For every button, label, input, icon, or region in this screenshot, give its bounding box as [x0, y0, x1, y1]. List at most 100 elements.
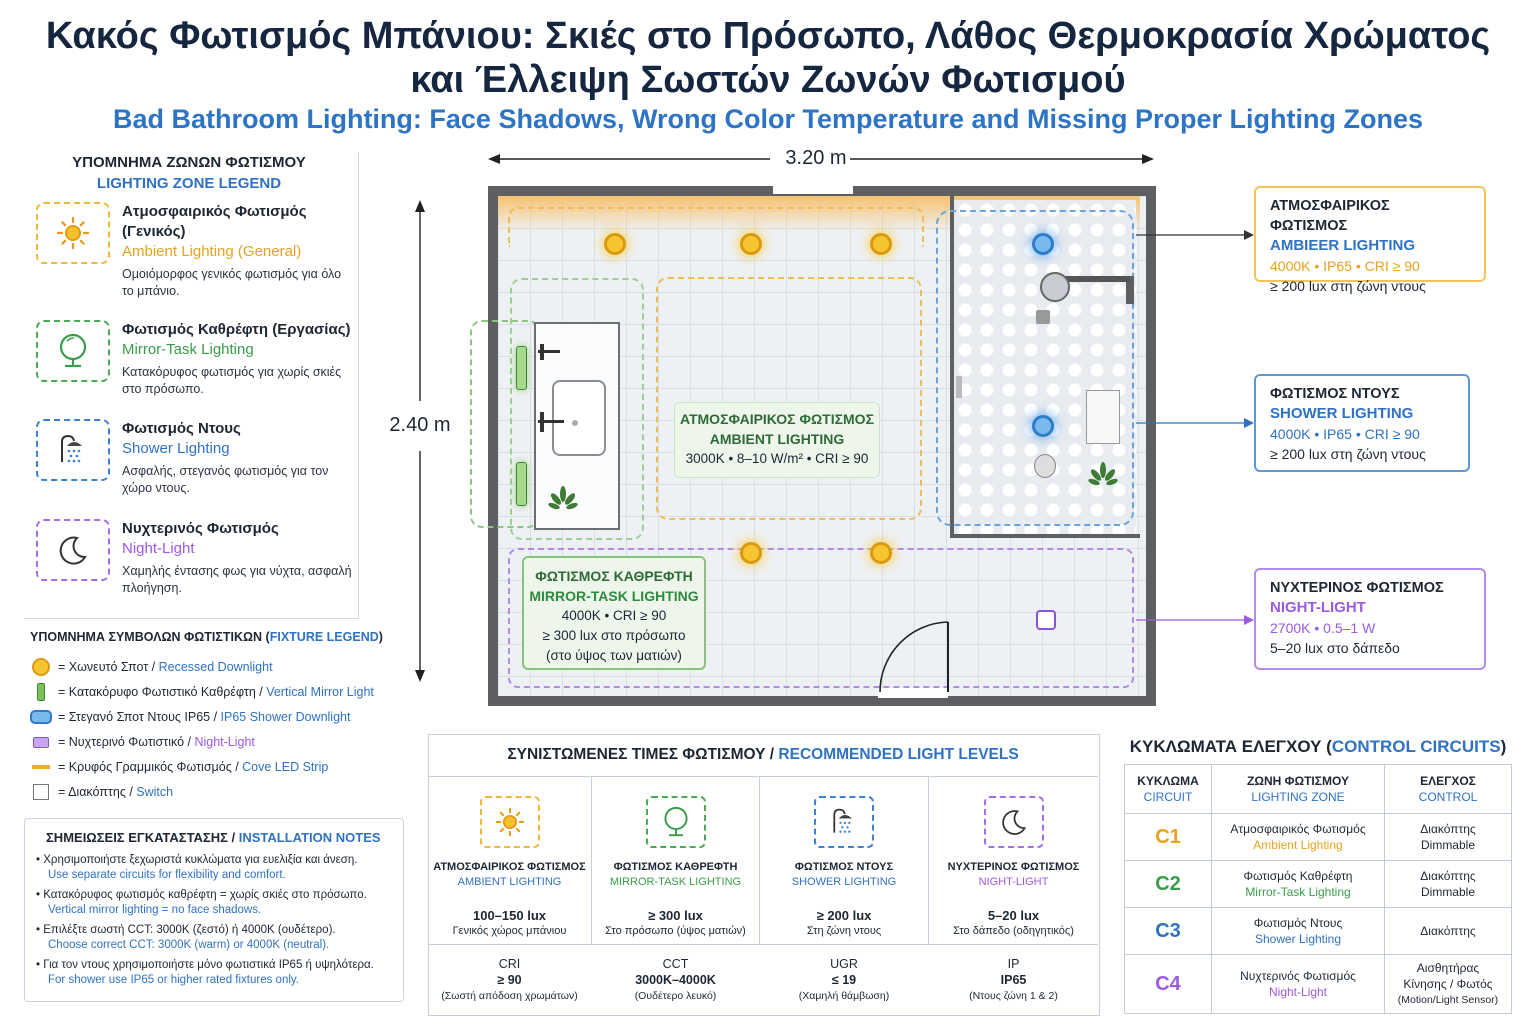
shower-wall: [950, 196, 954, 538]
control-en: (Motion/Light Sensor): [1397, 994, 1499, 1006]
metric-value: 3000K–4000K: [635, 973, 716, 987]
rec-zone-desc: Γενικός χώρος μπάνιου: [452, 925, 567, 937]
fixture-legend-title-end: ): [378, 630, 383, 644]
recommended-levels-table: [428, 734, 1100, 1016]
control-gr: Αισθητήρας Κίνησης / Φωτός: [1403, 961, 1493, 991]
callout-title-en: NIGHT-LIGHT: [1270, 599, 1366, 616]
mirror-zone-lux: ≥ 300 lux στο πρόσωπο: [542, 628, 686, 643]
notes-title-en: INSTALLATION NOTES: [238, 830, 381, 845]
recessed-downlight-icon: [30, 656, 52, 678]
metric-value: IP65: [1000, 973, 1027, 987]
installation-notes-title: ΣΗΜΕΙΩΣΕΙΣ ΕΓΚΑΤΑΣΤΑΣΗΣ / INSTALLATION N…: [46, 830, 381, 845]
metric-ugr: UGR≤ 19(Χαμηλή θάμβωση): [760, 956, 928, 1012]
sun-icon: [36, 202, 110, 264]
control-en: Dimmable: [1420, 838, 1475, 852]
callout-lux: 5–20 lux στο δάπεδο: [1270, 640, 1400, 656]
width-dimension-label: 3.20 m: [785, 147, 847, 169]
fixture-label: = Διακόπτης /: [58, 785, 137, 799]
rec-zone-value: 100–150 lux: [472, 908, 546, 923]
night-light-icon: [30, 731, 52, 753]
zone-name: Φωτισμός Ντους: [122, 420, 241, 437]
note-item: • Επιλέξτε σωστή CCT: 3000K (ζεστό) ή 40…: [36, 923, 398, 953]
circuits-title-gr: ΚΥΚΛΩΜΑΤΑ ΕΛΕΓΧΟΥ (: [1129, 737, 1332, 756]
fixture-label-en: Cove LED Strip: [242, 760, 329, 774]
zone-legend-title-en: LIGHTING ZONE LEGEND: [96, 175, 282, 192]
fixture-label-en: Vertical Mirror Light: [266, 685, 374, 699]
shower-downlight: [1032, 415, 1054, 437]
sink: [552, 380, 606, 456]
zone-en: Shower Lighting: [1254, 932, 1342, 946]
shower-wall-bottom: [950, 534, 1140, 538]
height-dimension-line: [415, 200, 425, 682]
plant-icon: [1088, 462, 1118, 492]
shower-arm: [1062, 276, 1130, 282]
mirror-zone-note: (στο ύψος των ματιών): [546, 648, 682, 663]
sun-icon: [479, 796, 540, 848]
recommended-title-en: RECOMMENDED LIGHT LEVELS: [778, 746, 1019, 763]
recommended-col-mirror: ΦΩΤΙΣΜΟΣ ΚΑΘΡΕΦΤΗ MIRROR-TASK LIGHTING ≥…: [592, 776, 759, 944]
mirror-icon: [36, 320, 110, 382]
moon-icon: [36, 519, 110, 581]
shower-lighting-zone: [936, 210, 1134, 526]
recommended-col-night: ΝΥΧΤΕΡΙΝΟΣ ΦΩΤΙΣΜΟΣ NIGHT-LIGHT 5–20 lux…: [929, 776, 1098, 944]
zone-legend-item-mirror: Φωτισμός Καθρέφτη (Εργασίας) Mirror-Task…: [36, 320, 356, 410]
callout-lux: ≥ 200 lux στη ζώνη ντους: [1270, 278, 1426, 294]
night-light-fixture: [1036, 610, 1056, 630]
mirror-zone-spec: 4000K • CRI ≥ 90: [561, 608, 667, 623]
metric-desc: (Ουδέτερο λευκό): [634, 990, 717, 1002]
ambient-zone-title-en: AMBIENT LIGHTING: [709, 431, 845, 447]
note-en: Use separate circuits for flexibility an…: [48, 869, 286, 881]
vertical-mirror-light: [516, 462, 527, 506]
rec-zone-desc: Στο δάπεδο (οδηγητικός): [953, 925, 1074, 937]
shower-door-handle: [956, 376, 962, 398]
zone-name-en: Mirror-Task Lighting: [122, 341, 254, 358]
shower-head: [1040, 272, 1070, 302]
metric-desc: (Σωστή απόδοση χρωμάτων): [441, 990, 578, 1002]
metric-cri: CRI≥ 90(Σωστή απόδοση χρωμάτων): [428, 956, 591, 1012]
table-divider: [1211, 765, 1212, 1013]
mirror-task-zone: [470, 320, 540, 528]
recessed-downlight: [870, 542, 892, 564]
switch-icon: [30, 781, 52, 803]
note-gr: Κατακόρυφος φωτισμός καθρέφτη = χωρίς σκ…: [43, 889, 367, 901]
callout-connectors: [1136, 230, 1254, 625]
note-en: Vertical mirror lighting = no face shado…: [48, 904, 262, 916]
callout-spec: 2700K • 0.5–1 W: [1270, 620, 1376, 636]
cove-led-strip-icon: [30, 756, 52, 778]
rec-zone-name-en: SHOWER LIGHTING: [791, 876, 897, 888]
callout-title: ΦΩΤΙΣΜΟΣ ΝΤΟΥΣ: [1270, 386, 1400, 402]
table-divider: [1125, 907, 1511, 908]
circuit-code: C4: [1155, 973, 1181, 995]
zone-legend-item-shower: Φωτισμός Ντους Shower Lighting Ασφαλής, …: [36, 419, 356, 509]
installation-notes-panel: [24, 818, 404, 1002]
installation-notes-list: • Χρησιμοποιήστε ξεχωριστά κυκλώματα για…: [36, 853, 398, 988]
control-gr: Διακόπτης: [1420, 924, 1476, 938]
page-title: Κακός Φωτισμός Μπάνιου: Σκιές στο Πρόσωπ…: [45, 15, 1491, 57]
mirror-zone-label: ΦΩΤΙΣΜΟΣ ΚΑΘΡΕΦΤΗ MIRROR-TASK LIGHTING 4…: [522, 556, 706, 670]
door-opening: [878, 688, 948, 698]
rec-zone-name-en: AMBIENT LIGHTING: [457, 876, 562, 888]
width-dimension-line: [488, 154, 1154, 164]
rec-zone-value: ≥ 200 lux: [816, 908, 872, 923]
zone-description: Ασφαλής, στεγανός φωτισμός για τον χώρο …: [122, 464, 329, 495]
ambient-zone-label: ΑΤΜΟΣΦΑΙΡΙΚΟΣ ΦΩΤΙΣΜΟΣ AMBIENT LIGHTING …: [674, 402, 880, 478]
fixture-label-en: Night-Light: [194, 735, 255, 749]
night-callout: ΝΥΧΤΕΡΙΝΟΣ ΦΩΤΙΣΜΟΣ NIGHT-LIGHT 2700K • …: [1254, 568, 1486, 670]
control-circuits-title: ΚΥΚΛΩΜΑΤΑ ΕΛΕΓΧΟΥ (CONTROL CIRCUITS): [1124, 735, 1512, 759]
zone-legend-item-night: Νυχτερινός Φωτισμός Night-Light Χαμηλής …: [36, 519, 356, 609]
control-gr: Διακόπτης: [1420, 822, 1476, 836]
fixture-legend-title-en: FIXTURE LEGEND: [269, 630, 379, 644]
zone-gr: Φωτισμός Καθρέφτη: [1243, 869, 1353, 883]
zone-en: Night-Light: [1268, 985, 1328, 999]
zone-name-en: Ambient Lighting (General): [122, 243, 302, 260]
zone-en: Mirror-Task Lighting: [1245, 885, 1351, 899]
mirror-zone-title: ΦΩΤΙΣΜΟΣ ΚΑΘΡΕΦΤΗ: [535, 568, 693, 584]
table-divider: [591, 776, 592, 944]
zone-description: Ομοιόμορφος γενικός φωτισμός για όλο το …: [122, 267, 342, 298]
